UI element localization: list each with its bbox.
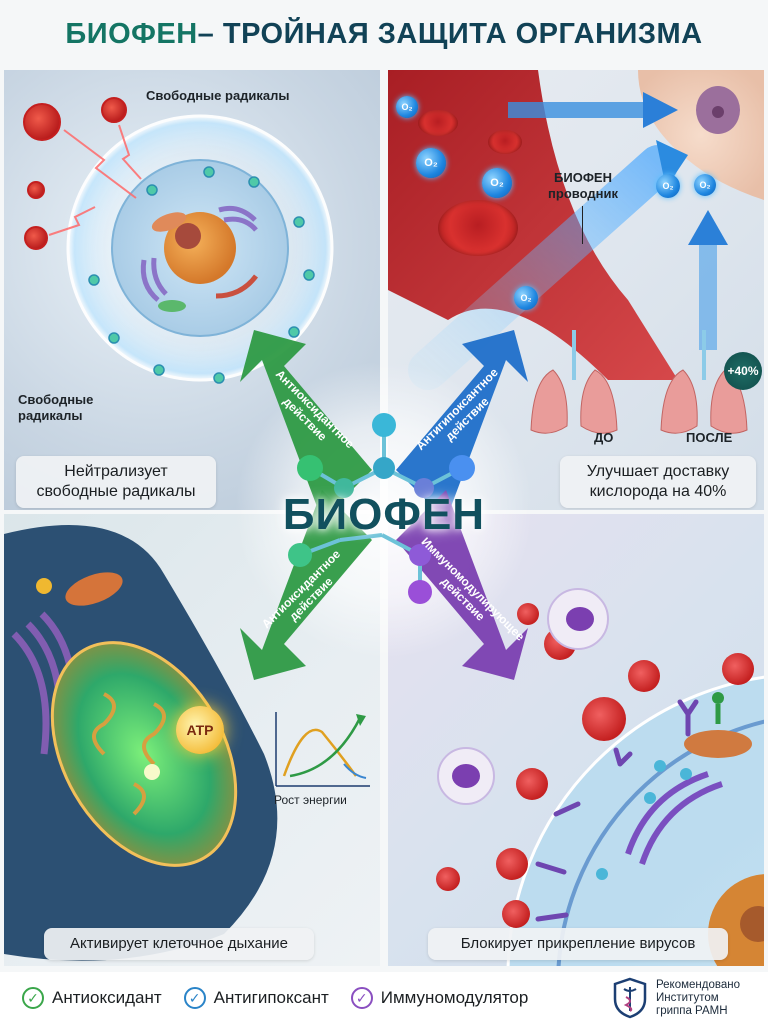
red-blood-cell — [488, 130, 522, 154]
energy-growth-label: Рост энергии — [274, 793, 347, 807]
feature-immunomodulator: ✓ Иммуномодулятор — [350, 987, 529, 1009]
atp-icon: ATP — [176, 706, 224, 754]
conductor-pointer-line — [582, 206, 583, 244]
panel-cell-respiration: ATP Рост энергии Активирует клеточное ды… — [4, 514, 380, 966]
lungs-after-icon — [660, 330, 748, 434]
feature-label: Антиоксидант — [52, 988, 162, 1007]
feature-antioxidant: ✓ Антиоксидант — [22, 987, 162, 1009]
recommendation-block: Рекомендовано Институтом гриппа РАМН — [612, 972, 740, 1024]
mitochondria-illustration — [4, 525, 370, 961]
check-icon: ✓ — [22, 987, 44, 1009]
footer: ✓ Антиоксидант ✓ Антигипоксант ✓ Иммуном… — [0, 972, 768, 1024]
oxygen-molecule-icon: O₂ — [396, 96, 418, 118]
oxygen-molecule-icon: O₂ — [416, 148, 446, 178]
lungs-before-icon — [530, 330, 618, 434]
recommendation-text: Рекомендовано Институтом гриппа РАМН — [656, 978, 740, 1017]
caption-respiration: Активирует клеточное дыхание — [44, 928, 314, 960]
oxygen-molecule-icon: O₂ — [694, 174, 716, 196]
conductor-label: БИОФЕН проводник — [548, 170, 618, 201]
caption-antihypoxant: Улучшает доставку кислорода на 40% — [560, 456, 756, 508]
feature-label: Иммуномодулятор — [380, 988, 529, 1007]
cell-shield-illustration — [23, 97, 334, 384]
medical-shield-icon — [613, 977, 647, 1019]
title-brand: БИОФЕН — [65, 17, 198, 50]
title-rest: – ТРОЙНАЯ ЗАЩИТА ОРГАНИЗМА — [197, 17, 703, 50]
caption-immune: Блокирует прикрепление вирусов — [428, 928, 728, 960]
page-title: БИОФЕН – ТРОЙНАЯ ЗАЩИТА ОРГАНИЗМА — [0, 0, 768, 68]
check-icon: ✓ — [183, 987, 206, 1009]
check-icon: ✓ — [350, 987, 373, 1009]
red-blood-cell — [438, 200, 518, 256]
before-label: ДО — [594, 430, 614, 445]
center-logo-text: БИОФЕН — [282, 490, 486, 539]
oxygen-molecule-icon: O₂ — [656, 174, 680, 198]
energy-chart-icon — [275, 712, 370, 787]
free-radicals-label-top: Свободные радикалы — [146, 88, 290, 103]
oxygen-molecule-icon: O₂ — [482, 168, 512, 198]
oxygen-molecule-icon: O₂ — [514, 286, 538, 310]
panel-antioxidant: Свободные радикалы Свободные радикалы Не… — [4, 70, 380, 510]
feature-label: Антигипоксант — [213, 988, 329, 1007]
after-label: ПОСЛЕ — [686, 430, 733, 445]
oxygen-delivery-illustration — [388, 70, 764, 434]
free-radicals-label-bottom: Свободные радикалы — [18, 392, 94, 423]
caption-antioxidant: Нейтрализует свободные радикалы — [16, 456, 216, 508]
increase-badge: +40% — [724, 352, 762, 390]
red-blood-cell — [418, 110, 458, 136]
feature-antihypoxant: ✓ Антигипоксант — [183, 987, 329, 1009]
